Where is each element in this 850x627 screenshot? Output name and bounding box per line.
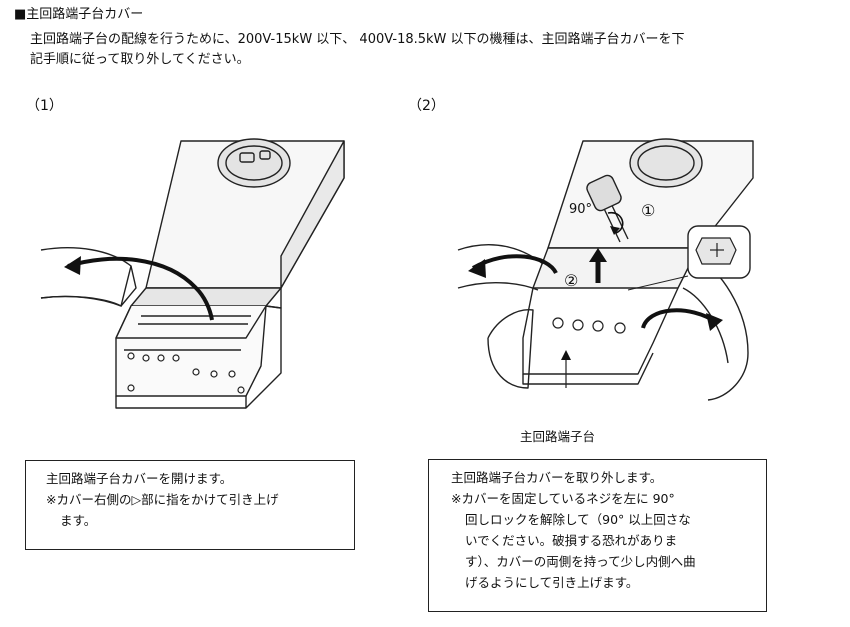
step-marker-1: ① [641, 201, 656, 220]
figure-open-cover [40, 138, 345, 409]
angle-label: 90° [569, 202, 593, 217]
figure-remove-cover [457, 138, 754, 401]
callout-2-line-3: 回しロックを解除して（90° 以上回さな [465, 512, 691, 527]
section-heading: ■主回路端子台カバー [14, 7, 144, 22]
intro-line-1: 主回路端子台の配線を行うために、200V-15kW 以下、 400V-18.5k… [30, 32, 685, 47]
callout-1-line-2: ※カバー右側の▷部に指をかけて引き上げ [46, 492, 279, 507]
callout-2-line-2: ※カバーを固定しているネジを左に 90° [451, 491, 675, 506]
callout-1-line-1: 主回路端子台カバーを開けます。 [46, 471, 233, 486]
step-1-label: （1） [26, 98, 63, 114]
marker-triangle: ▷ [131, 492, 142, 507]
intro-paragraph: 主回路端子台の配線を行うために、200V-15kW 以下、 400V-18.5k… [30, 30, 820, 70]
callout-1-line-3: ます。 [60, 513, 97, 528]
callout-2-line-5: す）、カバーの両側を持って少し内側へ曲 [465, 554, 696, 569]
callout-2-line-4: いでください。破損する恐れがありま [465, 533, 678, 548]
step-2-label: （2） [408, 98, 445, 114]
step-marker-2: ② [564, 271, 579, 290]
callout-2-line-1: 主回路端子台カバーを取り外します。 [451, 470, 663, 485]
step-2-callout: 主回路端子台カバーを取り外します。 ※カバーを固定しているネジを左に 90° 回… [428, 459, 767, 612]
step-1-callout: 主回路端子台カバーを開けます。 ※カバー右側の▷部に指をかけて引き上げ ます。 [25, 460, 355, 550]
callout-2-line-6: げるようにして引き上げます。 [465, 575, 639, 590]
figure-caption: 主回路端子台 [520, 429, 596, 444]
intro-line-2: 記手順に従って取り外してください。 [30, 52, 250, 67]
